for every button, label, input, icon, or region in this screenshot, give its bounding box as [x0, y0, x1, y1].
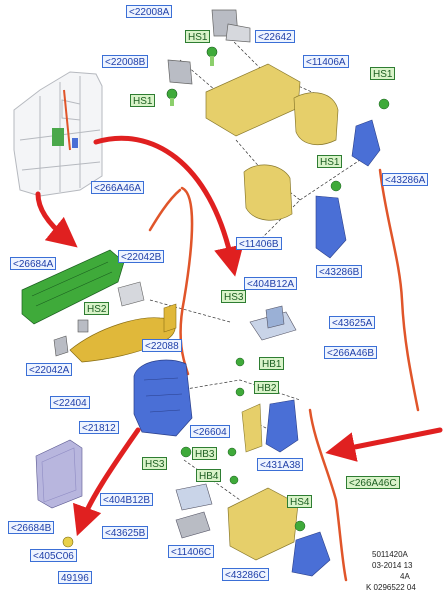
reference-date: 03-2014 13 — [372, 561, 413, 570]
part-label-11406a[interactable]: <11406A — [303, 55, 349, 68]
part-label-43286c[interactable]: <43286C — [222, 568, 269, 581]
part-label-266a46b[interactable]: <266A46B — [324, 346, 377, 359]
part-label-49196[interactable]: 49196 — [58, 571, 92, 584]
fastener-label-hb1[interactable]: HB1 — [259, 357, 285, 370]
part-label-22404[interactable]: <22404 — [50, 396, 90, 409]
door-lock-location-marker — [52, 89, 78, 151]
reference-revision: 4A — [400, 572, 410, 581]
fastener-label-hs2[interactable]: HS2 — [84, 302, 110, 315]
handle-carrier — [21, 249, 145, 325]
rear-bracket — [35, 439, 83, 548]
handle-small-parts — [53, 319, 89, 357]
red-pointer-arrows — [35, 135, 443, 537]
part-label-22088[interactable]: <22088 — [142, 339, 182, 352]
screws — [180, 98, 390, 532]
part-label-26684b[interactable]: <26684B — [8, 521, 55, 534]
part-label-22042b[interactable]: <22042B — [118, 250, 165, 263]
part-label-404b12a[interactable]: <404B12A — [244, 277, 297, 290]
fastener-label-hs1-mid[interactable]: HS1 — [317, 155, 343, 168]
fastener-label-hs3[interactable]: HS3 — [221, 290, 247, 303]
striker-plates — [175, 305, 297, 539]
part-label-266a46c[interactable]: <266A46C — [346, 476, 400, 489]
fastener-label-hs4[interactable]: HS4 — [287, 495, 313, 508]
hinge-trim-covers — [205, 63, 339, 561]
upper-hinge — [166, 9, 251, 106]
outer-door-handle — [69, 303, 177, 363]
fastener-label-hs3-bottom[interactable]: HS3 — [142, 457, 168, 470]
part-label-43625b[interactable]: <43625B — [102, 526, 149, 539]
part-label-43625a[interactable]: <43625A — [329, 316, 376, 329]
part-label-266a46a[interactable]: <266A46A — [91, 181, 144, 194]
fastener-label-hb4[interactable]: HB4 — [196, 469, 222, 482]
part-label-22008a[interactable]: <22008A — [126, 5, 173, 18]
cables — [148, 168, 420, 582]
part-label-11406b[interactable]: <11406B — [236, 237, 282, 250]
part-label-43286a[interactable]: <43286A — [382, 173, 429, 186]
striker-wedge — [241, 403, 263, 453]
fastener-label-hb3[interactable]: HB3 — [192, 447, 218, 460]
reference-document: K 0296522 04 — [366, 583, 416, 592]
part-label-43286b[interactable]: <43286B — [316, 265, 363, 278]
part-label-26684a[interactable]: <26684A — [10, 257, 57, 270]
part-label-404b12b[interactable]: <404B12B — [100, 493, 153, 506]
part-label-405c06[interactable]: <405C06 — [30, 549, 77, 562]
part-label-22642[interactable]: <22642 — [255, 30, 295, 43]
part-label-26604[interactable]: <26604 — [190, 425, 230, 438]
part-label-21812[interactable]: <21812 — [79, 421, 119, 434]
door-lock-actuator — [133, 359, 193, 437]
fastener-label-hb2[interactable]: HB2 — [254, 381, 280, 394]
fastener-label-hs1-right[interactable]: HS1 — [370, 67, 396, 80]
part-label-22042a[interactable]: <22042A — [26, 363, 73, 376]
fastener-label-hs1-left[interactable]: HS1 — [130, 94, 156, 107]
fastener-label-hs1[interactable]: HS1 — [185, 30, 211, 43]
part-label-11406c[interactable]: <11406C — [168, 545, 215, 558]
part-label-22008b[interactable]: <22008B — [102, 55, 149, 68]
blue-hinges — [265, 119, 381, 577]
part-label-431a38[interactable]: <431A38 — [257, 458, 304, 471]
reference-code: 5011420A — [372, 550, 408, 559]
